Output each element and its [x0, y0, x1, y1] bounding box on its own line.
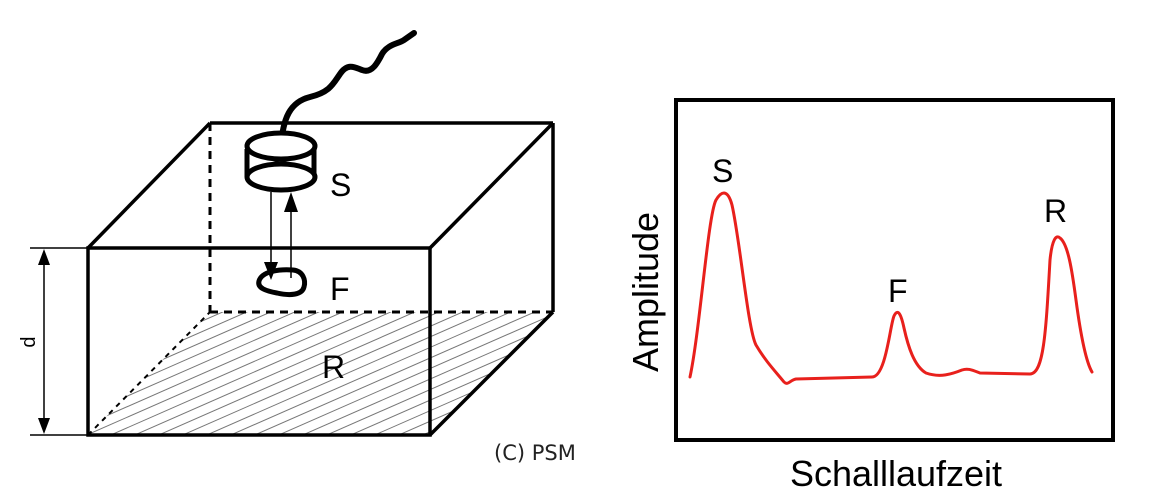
hatch-line: [88, 312, 347, 435]
peak-label-s: S: [712, 153, 733, 189]
hatch-line: [88, 312, 155, 435]
copyright-notice: (C) PSM: [494, 441, 576, 465]
hatch-line: [279, 312, 553, 435]
visible-edges: [86, 121, 555, 437]
hatch-line: [111, 312, 443, 435]
depth-label: d: [18, 336, 40, 347]
flaw-label: F: [330, 271, 350, 307]
hidden-edges: [87, 123, 553, 436]
hatch-line: [159, 312, 491, 435]
signal-trace: [688, 191, 1094, 385]
hatch-line: [88, 312, 203, 435]
hatch-line: [135, 312, 467, 435]
hatch-line: [88, 312, 395, 435]
y-axis-label: Amplitude: [625, 212, 666, 372]
depth-dimension: [30, 247, 88, 436]
hatch-line: [664, 300, 994, 445]
back-wall-label: R: [322, 349, 345, 385]
hatch-line: [447, 312, 553, 435]
hatch-line: [88, 312, 251, 435]
hatch-line: [88, 312, 323, 435]
hatch-line: [255, 312, 553, 435]
probe-transducer: [244, 130, 318, 193]
hatch-line: [568, 300, 898, 445]
hatch-line: [231, 312, 553, 435]
hatch-line: [88, 312, 131, 435]
hatch-line: [303, 312, 553, 435]
x-axis-label: Schalllaufzeit: [790, 453, 1002, 494]
probe-cable: [278, 30, 417, 149]
sound-path-arrows: [264, 192, 298, 280]
hatch-line: [207, 312, 539, 435]
hatch-line: [88, 312, 419, 435]
hatch-line: [688, 300, 1018, 445]
flaw-shape: [256, 267, 308, 298]
hatch-line: [183, 312, 515, 435]
peak-label-r: R: [1044, 193, 1067, 229]
hatch-line: [543, 312, 553, 435]
probe-label: S: [330, 167, 351, 203]
hatch-line: [519, 312, 553, 435]
hatch-line: [423, 312, 553, 435]
back-wall-hatching: [88, 300, 1018, 445]
plot-frame: [674, 98, 1115, 442]
peak-label-f: F: [888, 273, 908, 309]
hatch-line: [399, 312, 553, 435]
test-block: d S F R: [18, 30, 1018, 445]
signal-plot: S F R Amplitude Schalllaufzeit: [625, 98, 1115, 494]
